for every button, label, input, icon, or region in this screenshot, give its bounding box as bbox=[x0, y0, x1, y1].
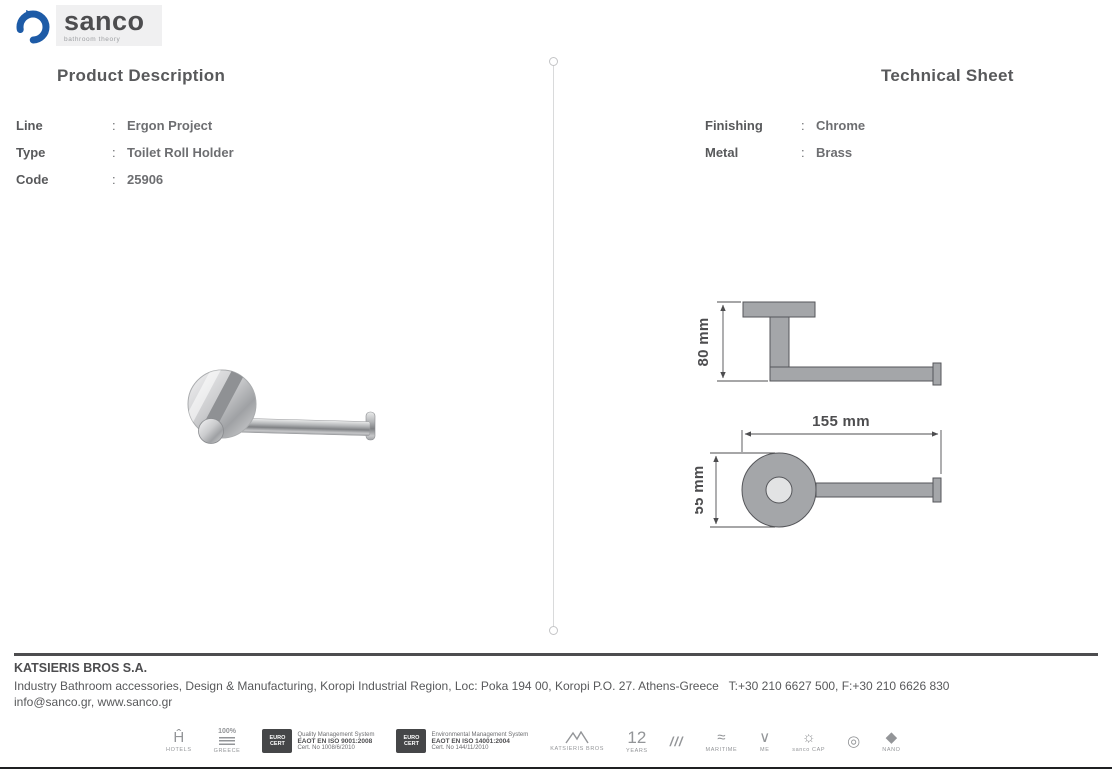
dim-diameter-label: 55 mm bbox=[695, 465, 707, 514]
field-finishing: Finishing : Chrome bbox=[705, 118, 866, 133]
sanco-logo-icon bbox=[16, 10, 50, 44]
mountains-icon bbox=[565, 730, 589, 743]
sanco-logo: sanco bathroom theory bbox=[12, 4, 162, 46]
field-label: Line bbox=[16, 118, 43, 133]
hotels-icon: Ĥ bbox=[173, 728, 185, 746]
badge-12-years: 12 YEARS bbox=[626, 727, 648, 754]
badge-hotels: Ĥ HOTELS bbox=[166, 728, 192, 753]
field-metal: Metal : Brass bbox=[705, 145, 853, 160]
company-contacts: info@sanco.gr, www.sanco.gr bbox=[14, 695, 173, 709]
badge-katsieris: KATSIERIS BROS bbox=[550, 730, 604, 752]
certification-badges: Ĥ HOTELS 100% GREECE EURO CERT Quality M… bbox=[166, 716, 901, 766]
chevron-down-icon: ∨ bbox=[759, 728, 771, 746]
field-label: Finishing bbox=[705, 118, 763, 133]
badge-me: ∨ ME bbox=[759, 728, 771, 753]
eurocert-icon: EURO CERT bbox=[396, 729, 427, 753]
field-value: Chrome bbox=[816, 118, 866, 133]
eurocert-environment-text: Environmental Management System EAOT EN … bbox=[431, 731, 529, 751]
technical-drawing: 80 mm 155 mm 55 mm bbox=[695, 301, 942, 528]
dim-80 bbox=[717, 301, 768, 382]
field-label: Code bbox=[16, 172, 49, 187]
side-view bbox=[742, 301, 942, 386]
footer-rule bbox=[14, 653, 1098, 656]
dim-height-label: 80 mm bbox=[695, 317, 712, 366]
product-photo bbox=[187, 369, 376, 444]
dim-155 bbox=[741, 430, 942, 474]
technical-fields: Finishing : Chrome Metal : Brass bbox=[705, 118, 865, 172]
field-code: Code : 25906 bbox=[16, 172, 164, 187]
product-fields: Line : Ergon Project Type : Toilet Roll … bbox=[16, 118, 234, 199]
logo-text: sanco bathroom theory bbox=[56, 4, 162, 46]
brand-name: sanco bbox=[64, 5, 145, 36]
eurocert-quality-text: Quality Management System EAOT EN ISO 90… bbox=[297, 731, 375, 751]
badge-cert-mark: ◎ bbox=[847, 734, 860, 749]
field-type: Type : Toilet Roll Holder bbox=[16, 145, 234, 160]
diagonal-lines-icon: /// bbox=[669, 733, 684, 749]
field-value: Toilet Roll Holder bbox=[127, 145, 234, 160]
dim-width-label: 155 mm bbox=[812, 413, 870, 430]
years-number: 12 bbox=[627, 727, 647, 747]
field-value: Brass bbox=[816, 145, 853, 160]
field-label: Type bbox=[16, 145, 46, 160]
circle-mark-icon: ◎ bbox=[847, 732, 861, 750]
badge-pro: /// bbox=[670, 735, 684, 748]
divider-dot-bottom bbox=[549, 626, 558, 635]
company-name: KATSIERIS BROS S.A. bbox=[14, 661, 148, 675]
divider-dot-top bbox=[549, 57, 558, 66]
eurocert-icon: EURO CERT bbox=[262, 729, 293, 753]
field-label: Metal bbox=[705, 145, 739, 160]
badge-eurocert-quality: EURO CERT Quality Management System EAOT… bbox=[262, 729, 374, 753]
badge-eurocert-environment: EURO CERT Environmental Management Syste… bbox=[396, 729, 528, 753]
sun-icon: ☼ bbox=[801, 728, 816, 746]
center-divider bbox=[549, 57, 558, 635]
field-value: 25906 bbox=[127, 172, 164, 187]
holder-post bbox=[198, 418, 224, 444]
dim-55 bbox=[710, 452, 775, 528]
field-line: Line : Ergon Project bbox=[16, 118, 213, 133]
badge-100-greece: 100% GREECE bbox=[213, 728, 241, 754]
brand-tagline: bathroom theory bbox=[64, 35, 121, 43]
greece-flag-icon bbox=[219, 737, 236, 746]
company-address: Industry Bathroom accessories, Design & … bbox=[14, 679, 950, 693]
badge-nano: ◆ NANO bbox=[882, 728, 901, 753]
diamond-icon: ◆ bbox=[885, 728, 898, 746]
wave-icon: ≈ bbox=[717, 728, 726, 746]
product-description-title: Product Description bbox=[57, 66, 226, 85]
badge-sanco-cap: ☼ sanco CAP bbox=[792, 728, 826, 753]
field-value: Ergon Project bbox=[127, 118, 213, 133]
badge-maritime: ≈ MARITIME bbox=[705, 728, 738, 753]
front-view bbox=[741, 452, 942, 528]
technical-sheet-title: Technical Sheet bbox=[881, 66, 1014, 85]
